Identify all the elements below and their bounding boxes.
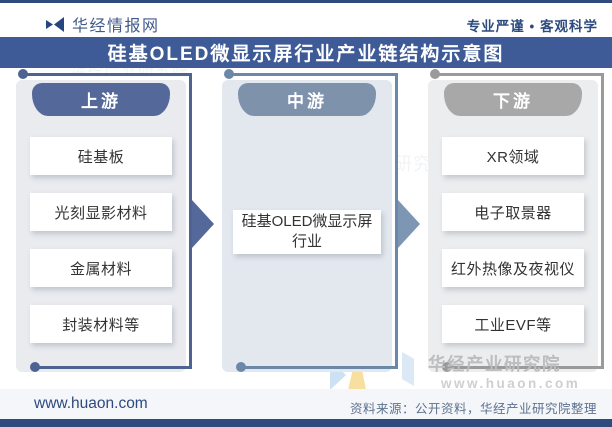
bracket-line	[189, 73, 192, 369]
column-header-downstream: 下游	[444, 83, 582, 116]
footer-site-link[interactable]: www.huaon.com	[34, 395, 148, 412]
chain-item: 硅基OLED微显示屏行业	[233, 210, 381, 254]
chain-item: 封装材料等	[30, 305, 172, 343]
bottom-accent-line	[0, 419, 612, 427]
chain-item: 红外热像及夜视仪	[442, 249, 584, 287]
top-accent-line	[0, 0, 612, 3]
bracket-dot	[224, 69, 234, 79]
footer-source-note: 资料来源：公开资料，华经产业研究院整理	[349, 402, 597, 416]
bracket-line	[24, 73, 192, 76]
brand-name: 华经情报网	[72, 18, 160, 35]
column-downstream: 下游 XR领域 电子取景器 红外热像及夜视仪 工业EVF等	[428, 69, 612, 376]
bracket-line	[395, 73, 398, 369]
bracket-line	[230, 73, 398, 76]
bracket-line	[36, 366, 192, 369]
column-midstream: 中游 硅基OLED微显示屏行业	[222, 69, 422, 376]
brand-bar: 华经情报网 专业严谨 • 客观科学	[0, 3, 612, 37]
chain-item: XR领域	[442, 137, 584, 175]
watermark-logo-shape	[402, 352, 414, 386]
footer-bar	[0, 389, 612, 419]
bracket-dot	[18, 69, 28, 79]
chain-item: 金属材料	[30, 249, 172, 287]
flow-arrow-right	[192, 200, 214, 248]
brand-logo[interactable]: 华经情报网	[46, 12, 160, 36]
title-bar: 硅基OLED微显示屏行业产业链结构示意图	[0, 37, 612, 68]
bracket-line	[436, 73, 604, 76]
chain-item: 工业EVF等	[442, 305, 584, 343]
column-header-midstream: 中游	[238, 83, 376, 116]
book-logo-icon	[46, 16, 65, 33]
page-title: 硅基OLED微显示屏行业产业链结构示意图	[107, 44, 505, 65]
column-header-upstream: 上游	[32, 83, 170, 116]
chain-item: 电子取景器	[442, 193, 584, 231]
watermark-name: 华经产业研究院	[428, 354, 561, 374]
flow-arrow-right	[398, 200, 420, 248]
bracket-line	[448, 366, 604, 369]
bracket-line	[242, 366, 398, 369]
watermark-site: www.huaon.com	[441, 376, 581, 391]
bracket-line	[601, 73, 604, 369]
bracket-dot	[430, 69, 440, 79]
bracket-dot	[30, 362, 40, 372]
column-upstream: 上游 硅基板 光刻显影材料 金属材料 封装材料等	[16, 69, 216, 376]
chain-item: 光刻显影材料	[30, 193, 172, 231]
bracket-dot	[442, 362, 452, 372]
slogan-text: 专业严谨 • 客观科学	[466, 19, 598, 34]
bracket-dot	[236, 362, 246, 372]
chain-item: 硅基板	[30, 137, 172, 175]
